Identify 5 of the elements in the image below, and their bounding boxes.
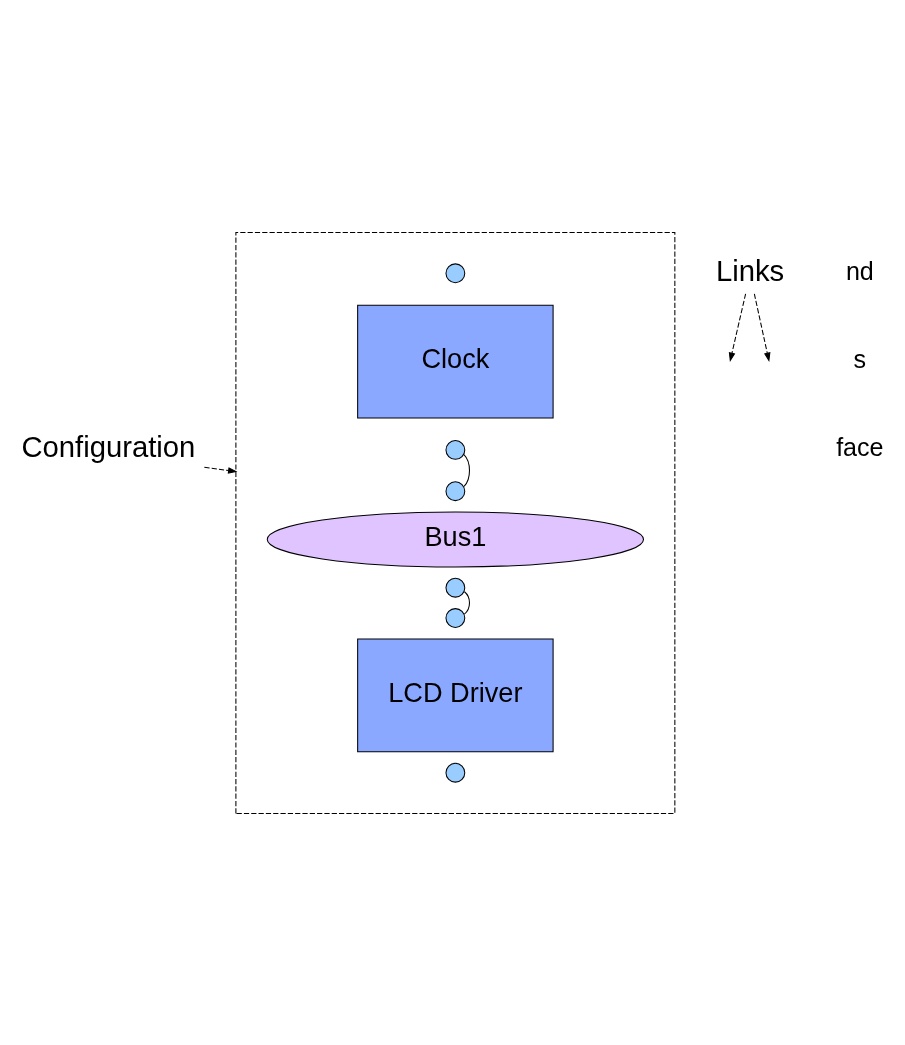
label: face [836,432,884,461]
label: nd [845,256,874,285]
label: s [853,344,867,373]
node-text: Links [715,254,785,287]
node-text: Configuration [21,430,196,463]
